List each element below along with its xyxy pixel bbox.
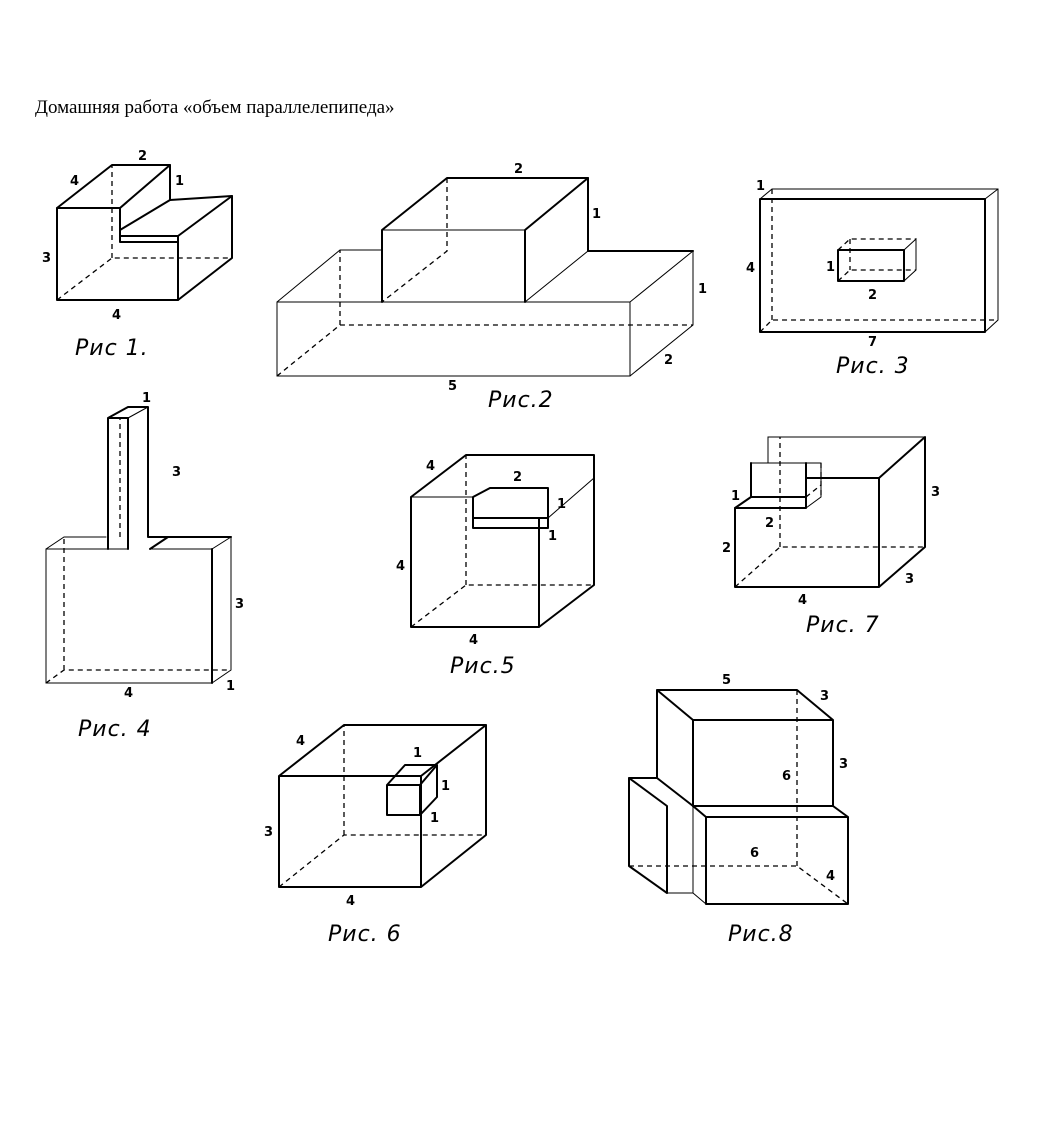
figure-8-drawing (628, 689, 849, 905)
fig4-dim-length: 4 (124, 686, 133, 701)
fig3-dim-depth: 1 (756, 179, 765, 194)
fig5-dim-height: 4 (396, 559, 405, 574)
figure-7: 3 1 2 2 3 4 Рис. 7 (722, 436, 940, 638)
fig1-dim-height: 3 (42, 251, 51, 266)
fig8-dim-inner-length: 6 (750, 846, 759, 861)
fig7-dim-step-height: 2 (722, 541, 731, 556)
fig2-dim-length: 5 (448, 379, 457, 394)
fig3-dim-hole-height: 1 (826, 260, 835, 275)
fig7-caption: Рис. 7 (806, 613, 880, 638)
document-title: Домашняя работа «объем параллелепипеда» (35, 97, 395, 118)
fig1-dim-depth: 4 (70, 174, 79, 189)
figure-6: 4 1 1 1 3 4 Рис. 6 (264, 724, 487, 947)
fig6-dim-depth: 4 (296, 734, 305, 749)
fig4-dim-top: 1 (142, 391, 151, 406)
figure-2-drawing (276, 177, 694, 377)
figure-6-drawing (278, 724, 487, 888)
fig6-dim-cutout-top: 1 (413, 746, 422, 761)
fig7-dim-height: 3 (931, 485, 940, 500)
fig6-dim-height: 3 (264, 825, 273, 840)
fig1-dim-length: 4 (112, 308, 121, 323)
figure-2: 2 1 1 2 5 Рис.2 (276, 162, 707, 413)
fig8-dim-top-length: 5 (722, 673, 731, 688)
figure-5: 4 2 1 1 4 4 Рис.5 (396, 454, 595, 679)
fig8-dim-inner-height: 6 (782, 769, 791, 784)
figure-4-drawing (45, 406, 232, 684)
fig4-dim-base-height: 3 (235, 597, 244, 612)
fig1-caption: Рис 1. (75, 336, 149, 361)
figure-4: 1 3 3 4 1 Рис. 4 (45, 391, 244, 742)
fig7-dim-cutout-height: 1 (731, 489, 740, 504)
fig2-dim-depth: 2 (664, 353, 673, 368)
fig1-dim-top: 2 (138, 149, 147, 164)
fig7-dim-length: 4 (798, 593, 807, 608)
fig3-dim-height: 4 (746, 261, 755, 276)
fig8-dim-depth: 4 (826, 869, 835, 884)
fig6-dim-length: 4 (346, 894, 355, 909)
fig1-dim-step: 1 (175, 174, 184, 189)
fig2-dim-upper-height: 1 (592, 207, 601, 222)
fig6-caption: Рис. 6 (328, 922, 402, 947)
figure-8: 5 3 3 6 6 4 Рис.8 (628, 673, 849, 947)
fig3-caption: Рис. 3 (836, 354, 910, 379)
fig5-dim-length: 4 (469, 633, 478, 648)
fig2-dim-top: 2 (514, 162, 523, 177)
fig5-dim-depth: 4 (426, 459, 435, 474)
fig6-dim-cutout-height: 1 (441, 779, 450, 794)
figure-3-drawing (759, 188, 999, 333)
fig3-dim-length: 7 (868, 335, 877, 350)
fig8-caption: Рис.8 (728, 922, 794, 947)
fig7-dim-cutout-length: 2 (765, 516, 774, 531)
fig4-dim-depth: 1 (226, 679, 235, 694)
fig3-dim-hole-length: 2 (868, 288, 877, 303)
figure-7-drawing (734, 436, 926, 588)
fig2-caption: Рис.2 (488, 388, 554, 413)
fig8-dim-top-height: 3 (839, 757, 848, 772)
figure-5-drawing (410, 454, 595, 628)
fig2-dim-lower-height: 1 (698, 282, 707, 297)
fig7-dim-depth: 3 (905, 572, 914, 587)
fig5-dim-cutout-depth: 1 (557, 497, 566, 512)
figure-1: 2 4 1 3 4 Рис 1. (42, 149, 233, 361)
fig5-dim-cutout-height: 1 (548, 529, 557, 544)
figure-1-drawing (56, 164, 233, 301)
figure-3: 1 4 1 2 7 Рис. 3 (746, 179, 999, 379)
fig6-dim-cutout-depth: 1 (430, 811, 439, 826)
fig4-caption: Рис. 4 (78, 717, 152, 742)
fig4-dim-stem-height: 3 (172, 465, 181, 480)
fig5-caption: Рис.5 (450, 654, 516, 679)
fig8-dim-top-depth: 3 (820, 689, 829, 704)
fig5-dim-cutout-length: 2 (513, 470, 522, 485)
